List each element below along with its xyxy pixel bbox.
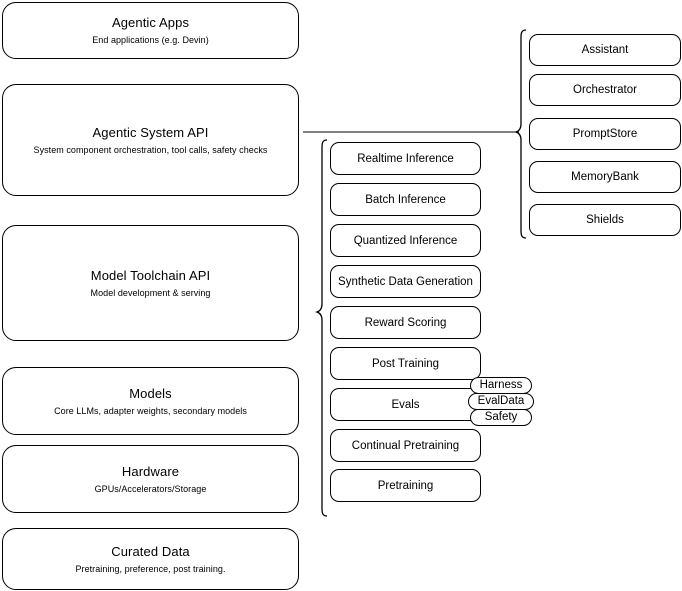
layer-title: Agentic System API xyxy=(92,124,209,140)
toolchain-item-label: Reward Scoring xyxy=(364,316,447,329)
brace-system-components xyxy=(513,29,527,239)
layer-title: Agentic Apps xyxy=(111,15,190,30)
layer-title: Models xyxy=(129,385,172,401)
eval-pill-safety[interactable]: Safety xyxy=(470,409,532,426)
layer-agentic-system-api[interactable]: Agentic System API System component orch… xyxy=(2,84,299,196)
layer-subtitle: Core LLMs, adapter weights, secondary mo… xyxy=(54,405,247,416)
toolchain-item-post-training[interactable]: Post Training xyxy=(330,347,481,380)
layer-hardware[interactable]: Hardware GPUs/Accelerators/Storage xyxy=(2,445,299,513)
layer-subtitle: System component orchestration, tool cal… xyxy=(33,144,268,155)
layer-agentic-apps[interactable]: Agentic Apps End applications (e.g. Devi… xyxy=(2,2,299,59)
toolchain-item-realtime-inference[interactable]: Realtime Inference xyxy=(330,142,481,175)
toolchain-item-label: Pretraining xyxy=(377,479,434,492)
toolchain-item-label: Post Training xyxy=(371,357,440,370)
toolchain-item-label: Quantized Inference xyxy=(353,234,458,247)
system-item-promptstore[interactable]: PromptStore xyxy=(529,118,681,150)
toolchain-item-reward-scoring[interactable]: Reward Scoring xyxy=(330,306,481,339)
toolchain-item-label: Continual Pretraining xyxy=(351,439,460,452)
toolchain-item-label: Synthetic Data Generation xyxy=(338,275,473,288)
toolchain-item-label: Realtime Inference xyxy=(357,152,454,165)
system-item-label: PromptStore xyxy=(572,128,638,140)
toolchain-item-quantized-inference[interactable]: Quantized Inference xyxy=(330,224,481,257)
layer-curated-data[interactable]: Curated Data Pretraining, preference, po… xyxy=(2,528,299,590)
toolchain-item-pretraining[interactable]: Pretraining xyxy=(330,469,481,502)
layer-subtitle: GPUs/Accelerators/Storage xyxy=(94,483,207,494)
toolchain-item-batch-inference[interactable]: Batch Inference xyxy=(330,183,481,216)
eval-pill-harness[interactable]: Harness xyxy=(470,377,532,394)
toolchain-item-label: Batch Inference xyxy=(365,193,446,206)
system-item-shields[interactable]: Shields xyxy=(529,204,681,236)
system-item-label: Orchestrator xyxy=(573,84,637,96)
layer-subtitle: Model development & serving xyxy=(90,287,211,298)
eval-pill-evaldata[interactable]: EvalData xyxy=(468,393,534,410)
system-item-label: Shields xyxy=(586,214,624,226)
layer-title: Hardware xyxy=(121,463,180,479)
toolchain-item-label: Evals xyxy=(391,398,420,411)
toolchain-item-evals[interactable]: Evals xyxy=(330,388,481,421)
system-item-label: MemoryBank xyxy=(571,171,639,183)
brace-toolchain-capabilities xyxy=(314,139,328,517)
layer-models[interactable]: Models Core LLMs, adapter weights, secon… xyxy=(2,367,299,435)
system-item-label: Assistant xyxy=(581,44,629,56)
layer-title: Curated Data xyxy=(111,543,190,559)
toolchain-item-continual-pretraining[interactable]: Continual Pretraining xyxy=(330,429,481,462)
layer-subtitle: End applications (e.g. Devin) xyxy=(92,35,209,45)
system-item-memorybank[interactable]: MemoryBank xyxy=(529,161,681,193)
system-item-orchestrator[interactable]: Orchestrator xyxy=(529,74,681,106)
system-item-assistant[interactable]: Assistant xyxy=(529,34,681,66)
layer-title: Model Toolchain API xyxy=(90,267,211,283)
toolchain-item-synthetic-data-generation[interactable]: Synthetic Data Generation xyxy=(330,265,481,298)
layer-model-toolchain-api[interactable]: Model Toolchain API Model development & … xyxy=(2,225,299,341)
layer-subtitle: Pretraining, preference, post training. xyxy=(75,563,226,574)
